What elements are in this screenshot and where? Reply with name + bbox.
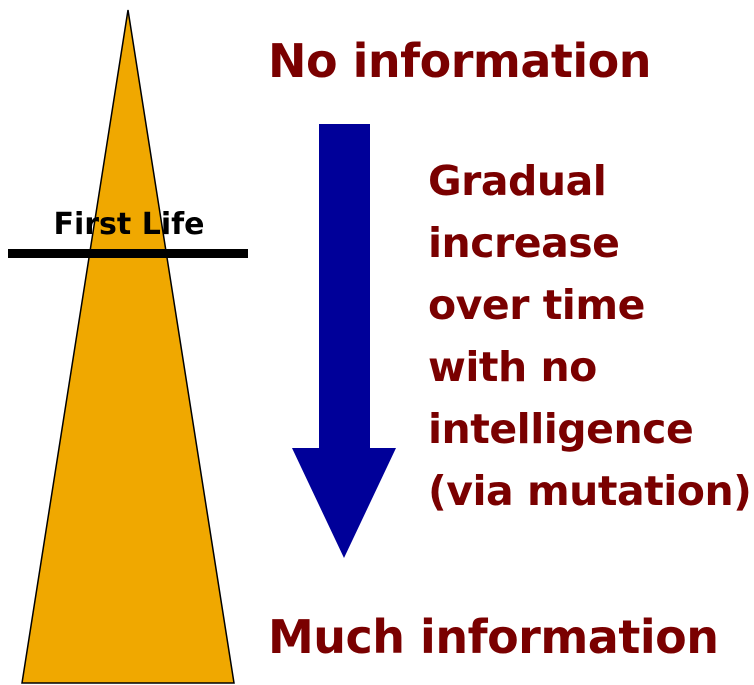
first-life-label: First Life xyxy=(53,207,205,242)
description-list: Gradual increase over time with no intel… xyxy=(428,150,752,522)
description-line: intelligence xyxy=(428,405,694,453)
description-line: Gradual xyxy=(428,157,607,205)
description-line: increase xyxy=(428,219,620,267)
downward-arrow xyxy=(292,124,396,558)
bottom-heading: Much information xyxy=(268,610,719,664)
description-line: (via mutation) xyxy=(428,467,752,515)
description-line: over time xyxy=(428,281,645,329)
first-life-marker-line xyxy=(8,249,248,258)
top-heading: No information xyxy=(268,34,652,88)
description-line: with no xyxy=(428,343,597,391)
information-triangle xyxy=(21,9,235,684)
